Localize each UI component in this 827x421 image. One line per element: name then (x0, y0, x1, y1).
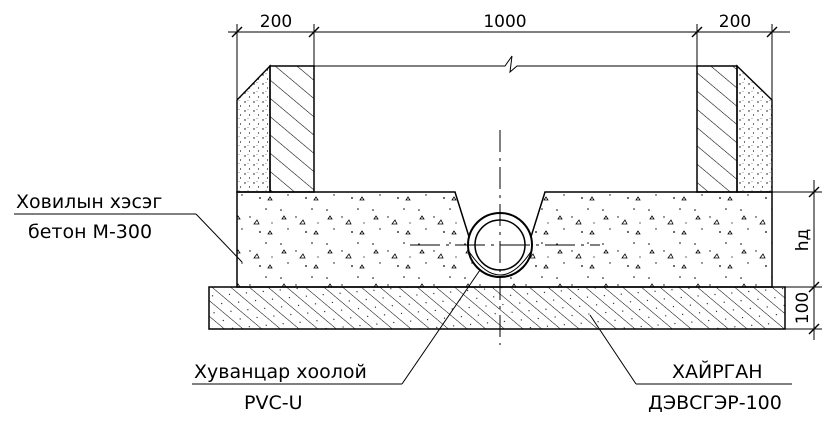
top-dimension: 200 1000 200 (228, 12, 790, 100)
dim-right-wall: 200 (719, 12, 751, 32)
gravel-label-line1: ХАЙРГАН (672, 360, 763, 383)
concrete-label-line2: бетон М-300 (28, 221, 152, 243)
dim-span: 1000 (483, 12, 526, 32)
right-wall-block (696, 65, 738, 193)
gravel-label-line2: ДЭВСГЭР-100 (648, 392, 782, 414)
concrete-label-line1: Ховилын хэсэг (16, 191, 162, 213)
break-line (314, 55, 697, 74)
pipe-label-line2: PVC-U (244, 392, 302, 414)
pipe-callout: Хуванцар хоолой PVC-U (192, 269, 481, 414)
dim-depth: hд (793, 229, 813, 252)
left-wall-block (269, 65, 315, 193)
dim-left-wall: 200 (260, 12, 292, 32)
pipe-bedding-arc (467, 249, 533, 276)
left-wall-fill (236, 64, 271, 193)
gravel-bedding (208, 286, 786, 330)
right-wall-fill (736, 64, 773, 193)
pipe-label-line1: Хуванцар хоолой (194, 361, 367, 383)
concrete-callout: Ховилын хэсэг бетон М-300 (14, 191, 243, 263)
right-dimension: hд 100 (772, 180, 822, 340)
dim-base: 100 (793, 292, 813, 324)
gravel-callout: ХАЙРГАН ДЭВСГЭР-100 (589, 314, 792, 414)
